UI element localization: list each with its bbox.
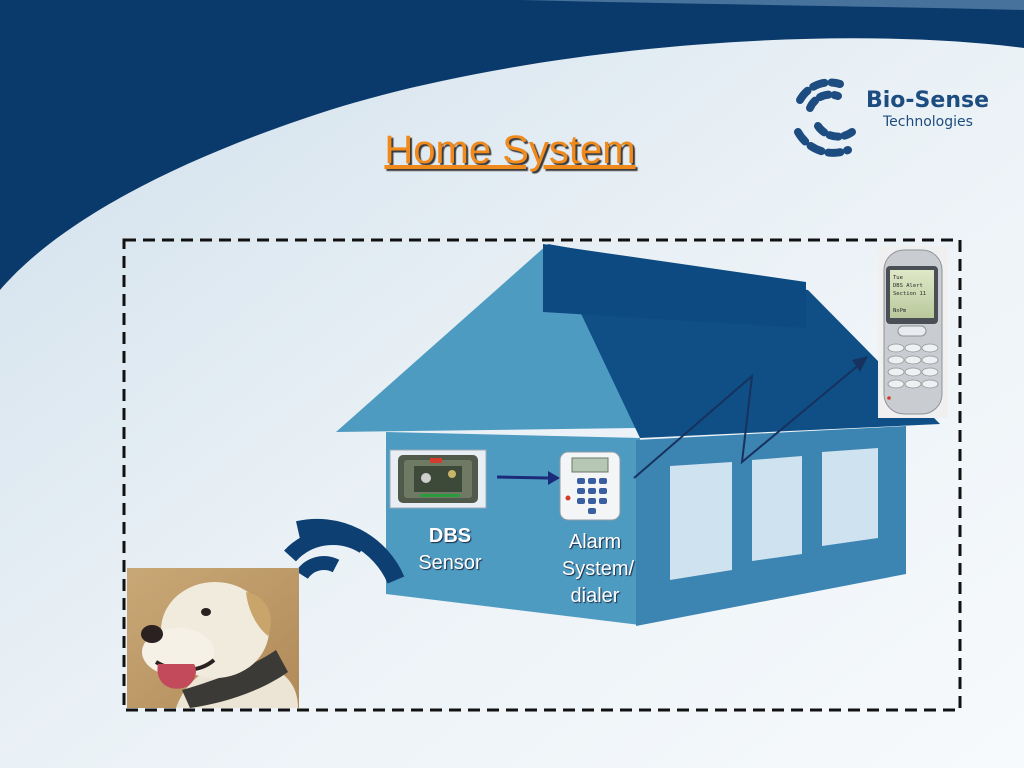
dog-photo — [127, 568, 299, 708]
window-1 — [670, 462, 732, 580]
dog-collar — [182, 650, 288, 708]
bio-sense-logo-icon — [794, 78, 856, 157]
house-chimney — [543, 244, 806, 328]
home-boundary — [122, 238, 962, 712]
dbs-label-sensor: Sensor — [418, 552, 482, 574]
dog-eye — [201, 608, 211, 616]
phone-screen-line-4: NxPm — [893, 308, 907, 314]
swoosh-highlight — [520, 0, 1024, 10]
sensor-device-icon — [389, 449, 487, 509]
navy-swoosh — [0, 0, 1024, 290]
alarm-label-line-3: dialer — [570, 585, 620, 607]
phone-screen-line-3: Section 11 — [893, 291, 926, 297]
alarm-label-line-1: Alarm — [568, 531, 622, 553]
phone-screen-line-2: DBS Alert — [893, 283, 923, 289]
cellular-signal-arrow — [633, 356, 868, 479]
dbs-label-title: DBS — [428, 525, 472, 547]
page-title: Home System — [384, 128, 636, 172]
dog-ear — [246, 592, 271, 636]
house-illustration — [336, 244, 940, 626]
logo-tagline: Technologies — [883, 114, 973, 130]
window-2 — [752, 456, 802, 561]
dog-nose — [141, 625, 163, 643]
window-3 — [822, 448, 878, 546]
alarm-label-line-2: System/ — [561, 558, 635, 580]
dog-tongue — [157, 664, 196, 689]
phone-screen-line-1: Tue — [893, 275, 903, 281]
alarm-keypad-icon — [559, 451, 621, 521]
mobile-phone-icon: Tue DBS Alert Section 11 NxPm — [878, 246, 948, 418]
logo-name: Bio-Sense — [866, 88, 989, 113]
sensor-to-alarm-arrow — [496, 471, 560, 485]
wireless-signal-icon — [284, 518, 405, 584]
